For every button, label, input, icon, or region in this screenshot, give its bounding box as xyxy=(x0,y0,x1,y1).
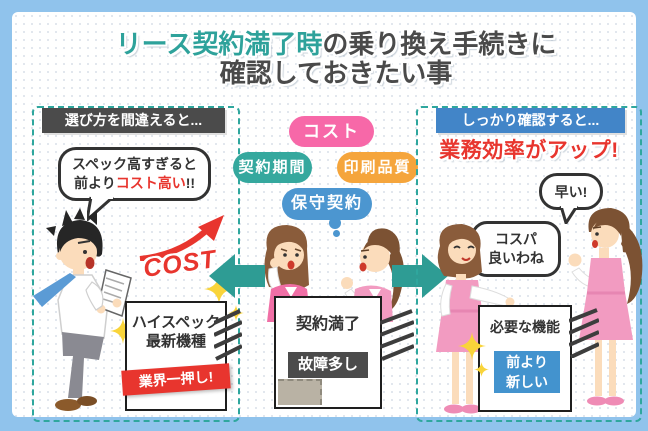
right-box-badge: 前より 新しい xyxy=(494,351,560,393)
hatch-decoration xyxy=(214,309,242,361)
cospa-bubble-line-2: 良いわね xyxy=(488,250,544,266)
sparkle-icon xyxy=(474,362,489,377)
pill-cost: コスト xyxy=(289,116,374,147)
happy-woman-ponytail-illustration xyxy=(568,208,643,406)
left-bubble-line-2: 前よりコスト高い!! xyxy=(73,175,196,191)
page-title: リース契約満了時の乗り換え手続きに 確認しておきたい事 xyxy=(12,30,648,88)
hatch-decoration xyxy=(380,309,414,361)
fast-bubble-text: 早い! xyxy=(554,183,588,200)
sparkle-icon xyxy=(204,274,234,304)
title-highlight: リース契約満了時 xyxy=(115,29,323,59)
fast-speech-bubble: 早い! xyxy=(539,173,603,224)
pill-print-quality: 印刷品質 xyxy=(337,152,418,183)
left-panel-wrong-choice xyxy=(32,106,240,422)
arrow-right-icon xyxy=(392,254,448,298)
hatch-decoration xyxy=(569,308,599,358)
left-panel-header: 選び方を間違えると... xyxy=(42,108,225,133)
sparkle-icon xyxy=(458,332,486,360)
left-box-line-1: ハイスペック xyxy=(131,314,221,331)
title-rest: の乗り換え手続きに xyxy=(322,29,557,59)
center-box-badge: 故障多し xyxy=(288,352,368,378)
cospa-bubble-line-1: コスパ xyxy=(495,231,537,247)
title-line-1: リース契約満了時の乗り換え手続きに xyxy=(12,30,648,59)
surprised-man-illustration xyxy=(33,208,132,411)
patch-decoration xyxy=(278,379,322,405)
left-info-box: ハイスペック 最新機種 業界一押し! xyxy=(121,301,231,411)
sparkle-icon xyxy=(110,318,136,344)
left-bubble-line-1: スペック高すぎると xyxy=(71,156,198,172)
right-info-box: 必要な機能 前より 新しい xyxy=(478,305,572,412)
pill-contract-term: 契約期間 xyxy=(233,152,312,183)
right-panel-header: しっかり確認すると... xyxy=(436,108,625,133)
thought-dot xyxy=(329,217,341,229)
center-info-box: 契約満了 故障多し xyxy=(274,296,382,409)
arrow-left-icon xyxy=(209,254,265,298)
happy-woman-bob-illustration xyxy=(436,224,515,414)
right-box-title: 必要な機能 xyxy=(490,319,560,335)
cospa-speech-bubble: コスパ 良いわね xyxy=(455,221,561,277)
thought-dot xyxy=(333,230,340,237)
center-box-title: 契約満了 xyxy=(295,316,360,333)
pill-maintenance-contract: 保守契約 xyxy=(282,188,372,220)
efficiency-headline: 業務効率がアップ! xyxy=(439,139,619,162)
left-speech-bubble: スペック高すぎると 前よりコスト高い!! xyxy=(58,147,211,221)
speech-tail-icon xyxy=(559,204,579,224)
cost-up-arrow-icon xyxy=(139,215,224,261)
left-info-badge: 業界一押し! xyxy=(121,363,231,396)
title-line-2: 確認しておきたい事 xyxy=(219,58,453,88)
content-area: リース契約満了時の乗り換え手続きに 確認しておきたい事 選び方を間違えると...… xyxy=(12,12,643,422)
left-box-line-2: 最新機種 xyxy=(145,333,206,350)
